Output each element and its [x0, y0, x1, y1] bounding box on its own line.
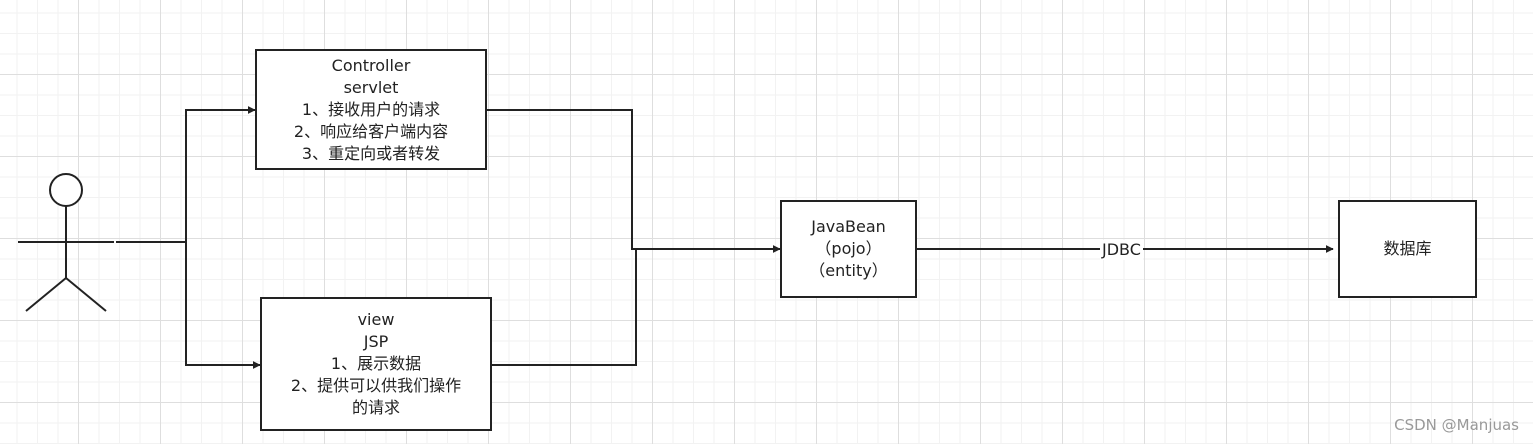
controller-line-3: 1、接收用户的请求 [301, 99, 441, 119]
controller-line-2: servlet [343, 77, 399, 97]
actor-figure [18, 173, 114, 312]
view-line-2: JSP [363, 332, 389, 351]
controller-line-1: Controller [331, 55, 411, 75]
view-line-4: 2、提供可以供我们操作 [290, 376, 462, 395]
actor-to-controller-edge [185, 106, 256, 242]
controller-line-4: 2、响应给客户端内容 [293, 121, 449, 141]
controller-box[interactable]: Controller servlet 1、接收用户的请求 2、响应给客户端内容 … [255, 49, 487, 170]
view-box[interactable]: view JSP 1、展示数据 2、提供可以供我们操作 的请求 [260, 297, 492, 431]
javabean-line-1: JavaBean [811, 217, 886, 236]
view-line-1: view [357, 310, 395, 329]
javabean-line-2: （pojo） [815, 239, 882, 258]
javabean-line-3: （entity） [809, 261, 888, 280]
database-box[interactable]: 数据库 [1338, 200, 1477, 298]
javabean-box[interactable]: JavaBean （pojo） （entity） [780, 200, 917, 298]
view-line-5: 的请求 [351, 398, 400, 417]
view-to-javabean-edge [492, 249, 637, 366]
controller-to-javabean-edge [487, 109, 781, 253]
jdbc-edge-label: JDBC [1100, 240, 1143, 260]
view-line-3: 1、展示数据 [330, 354, 422, 373]
controller-line-5: 3、重定向或者转发 [301, 143, 441, 163]
actor-to-view-edge [185, 242, 261, 369]
database-label: 数据库 [1383, 239, 1432, 258]
watermark: CSDN @Manjuas [1394, 416, 1519, 434]
